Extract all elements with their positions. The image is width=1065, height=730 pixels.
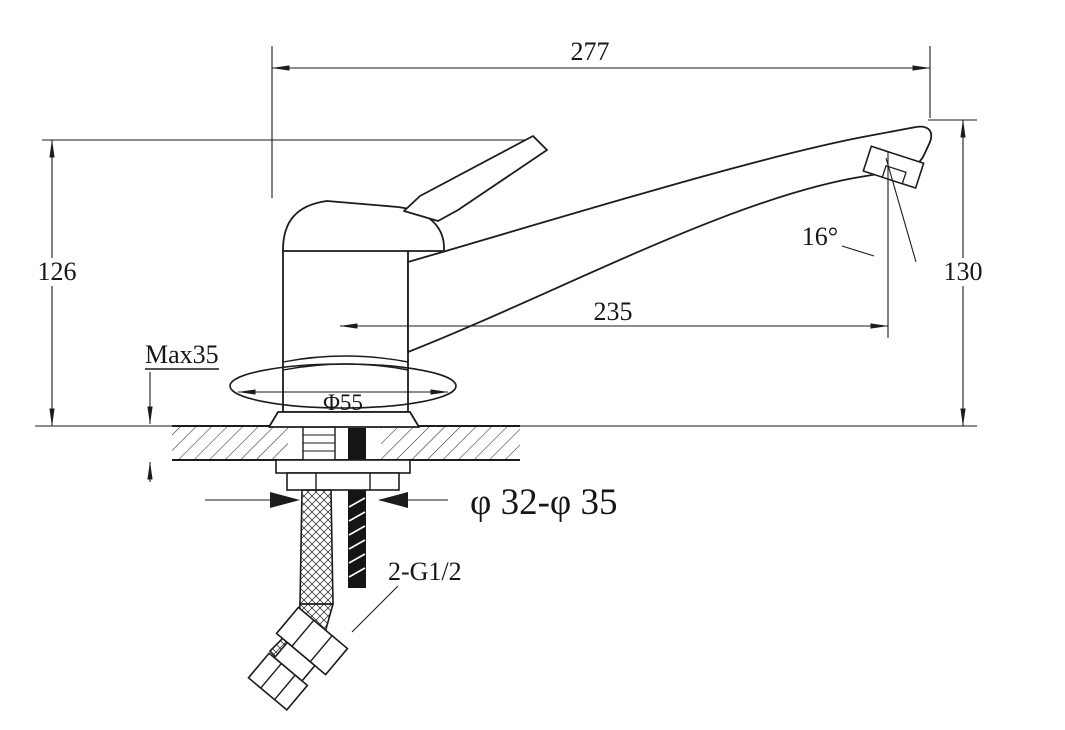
threaded-stud bbox=[348, 428, 366, 588]
base-escutcheon-ellipse bbox=[229, 363, 457, 409]
deck-hatch-left bbox=[172, 427, 288, 459]
swivel-joint-arc-upper bbox=[282, 355, 409, 363]
counter-deck bbox=[172, 425, 520, 461]
dim-126-label-bg bbox=[34, 258, 80, 286]
lever-handle bbox=[403, 135, 548, 222]
dim-126-label: 126 bbox=[38, 257, 77, 286]
hole-arrow-right bbox=[378, 492, 408, 508]
dim-235-label-bg bbox=[584, 302, 642, 324]
dim-277-label: 277 bbox=[571, 37, 610, 66]
mounting-hardware bbox=[247, 426, 411, 712]
dim-130-label-bg bbox=[940, 258, 986, 286]
dimension-labels: 277 126 130 235 16° Max35 Φ55 φ 32-φ 35 … bbox=[34, 37, 986, 586]
dim-130-label: 130 bbox=[944, 257, 983, 286]
thread-leader-line bbox=[351, 585, 399, 633]
dim-16deg-label: 16° bbox=[802, 222, 838, 251]
stud-thread-marks bbox=[348, 497, 366, 578]
dim-phi55-label: Φ55 bbox=[323, 390, 363, 415]
flexible-hose bbox=[299, 489, 334, 605]
deck-hatch-right bbox=[381, 427, 520, 459]
faucet-body bbox=[282, 249, 409, 413]
spout bbox=[407, 125, 933, 353]
dim-max35-label: Max35 bbox=[145, 340, 219, 369]
connector-end-cap bbox=[247, 652, 309, 712]
base-flange bbox=[268, 411, 420, 428]
dim-thread-label: 2-G1/2 bbox=[388, 557, 462, 586]
angle-leader-line bbox=[841, 245, 875, 257]
faucet bbox=[229, 125, 933, 428]
hole-arrow-left bbox=[270, 492, 300, 508]
dim-hole-label: φ 32-φ 35 bbox=[470, 482, 618, 523]
mounting-nut bbox=[286, 472, 400, 491]
hose-connector bbox=[247, 606, 349, 712]
washer-plate bbox=[275, 459, 411, 474]
dim-235-label: 235 bbox=[594, 297, 633, 326]
cartridge-dome bbox=[282, 200, 445, 252]
angle-reference-line bbox=[885, 157, 917, 263]
